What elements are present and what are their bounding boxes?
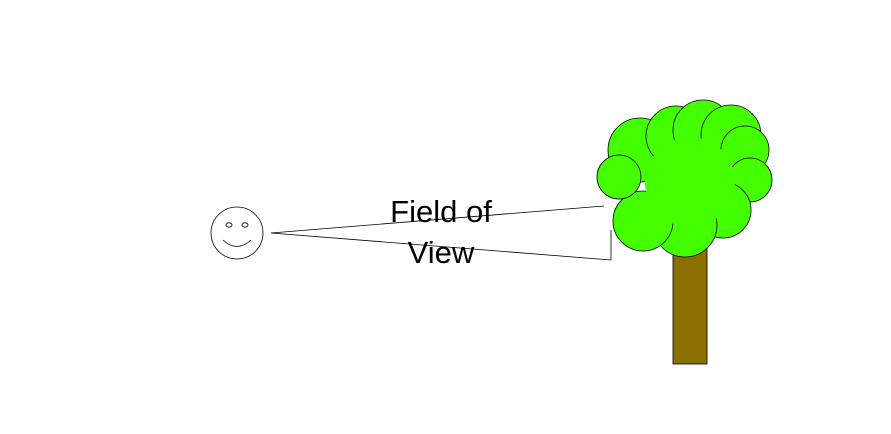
label-line-2: View (408, 235, 475, 270)
view-line-lower (270, 232, 612, 261)
tree-icon (596, 99, 773, 365)
field-of-view-lines (270, 205, 612, 261)
right-eye (241, 222, 249, 228)
tree-trunk (672, 241, 708, 365)
label-line-1: Field of (390, 194, 492, 229)
field-of-view-label: Field of View (390, 194, 492, 270)
face-outline (210, 206, 264, 260)
tree-foliage (596, 99, 773, 258)
smiley-face-icon (210, 206, 264, 260)
view-line-upper (270, 205, 605, 234)
mouth (222, 239, 252, 247)
left-eye (225, 222, 233, 228)
